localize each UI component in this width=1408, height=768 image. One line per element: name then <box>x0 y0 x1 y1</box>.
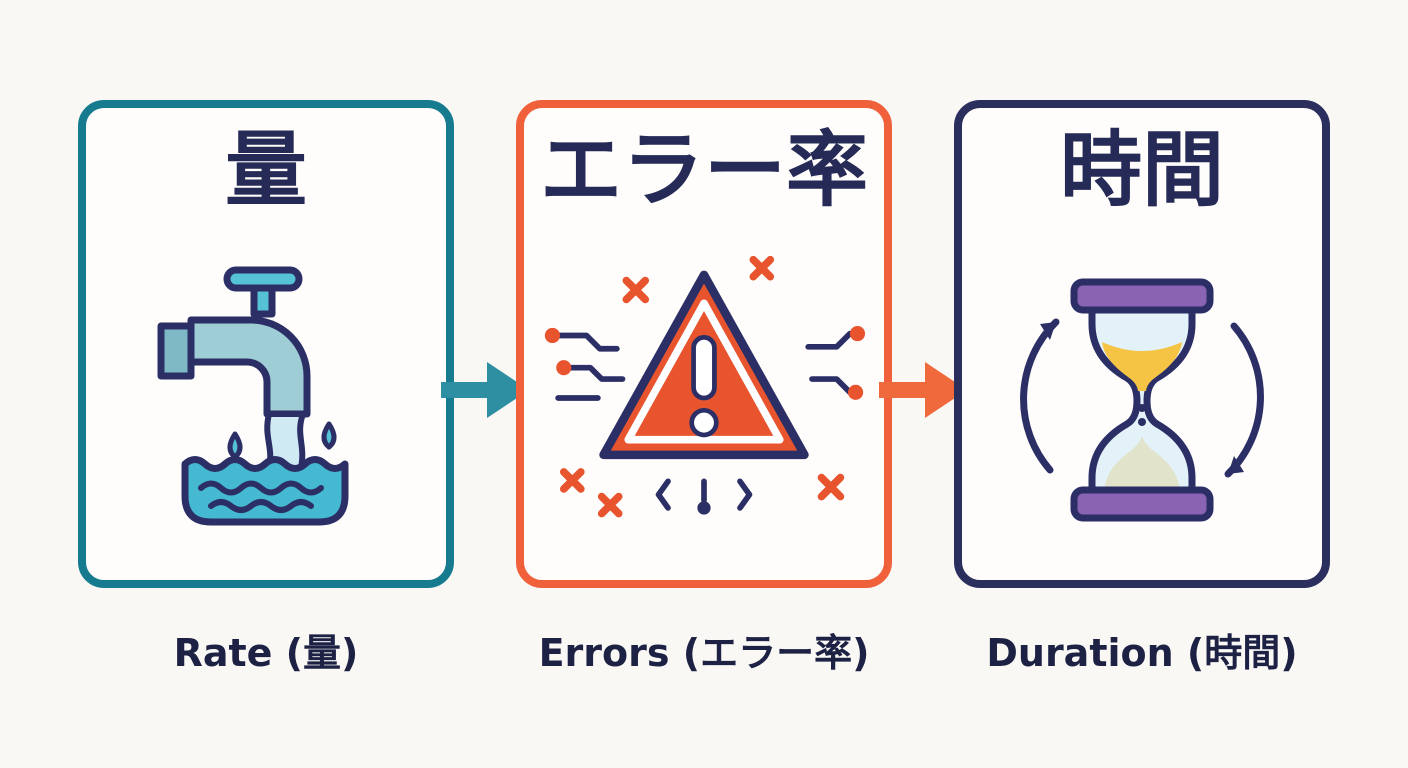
caption-errors: Errors (エラー率) <box>538 631 870 675</box>
panel-duration: 時間 <box>954 100 1330 588</box>
warning-triangle-icon <box>524 216 884 580</box>
panel-group-rate: 量 <box>78 100 454 677</box>
caption-rate: Rate (量) <box>173 631 359 675</box>
arrow-2-shape <box>879 362 967 418</box>
panel-errors: エラー率 <box>516 100 892 588</box>
arrow-right-icon-2 <box>879 352 967 428</box>
panel-duration-title: 時間 <box>1059 123 1224 218</box>
arrow-right-icon-1 <box>441 352 529 428</box>
hourglass-icon <box>962 216 1322 580</box>
panel-group-duration: 時間 <box>954 100 1330 677</box>
panel-group-errors: エラー率 <box>516 100 892 677</box>
panel-rate-title: 量 <box>224 123 307 218</box>
faucet-icon <box>86 216 446 580</box>
panel-errors-title: エラー率 <box>539 123 868 218</box>
caption-duration: Duration (時間) <box>986 631 1298 675</box>
panel-rate: 量 <box>78 100 454 588</box>
arrow-1-shape <box>441 362 529 418</box>
